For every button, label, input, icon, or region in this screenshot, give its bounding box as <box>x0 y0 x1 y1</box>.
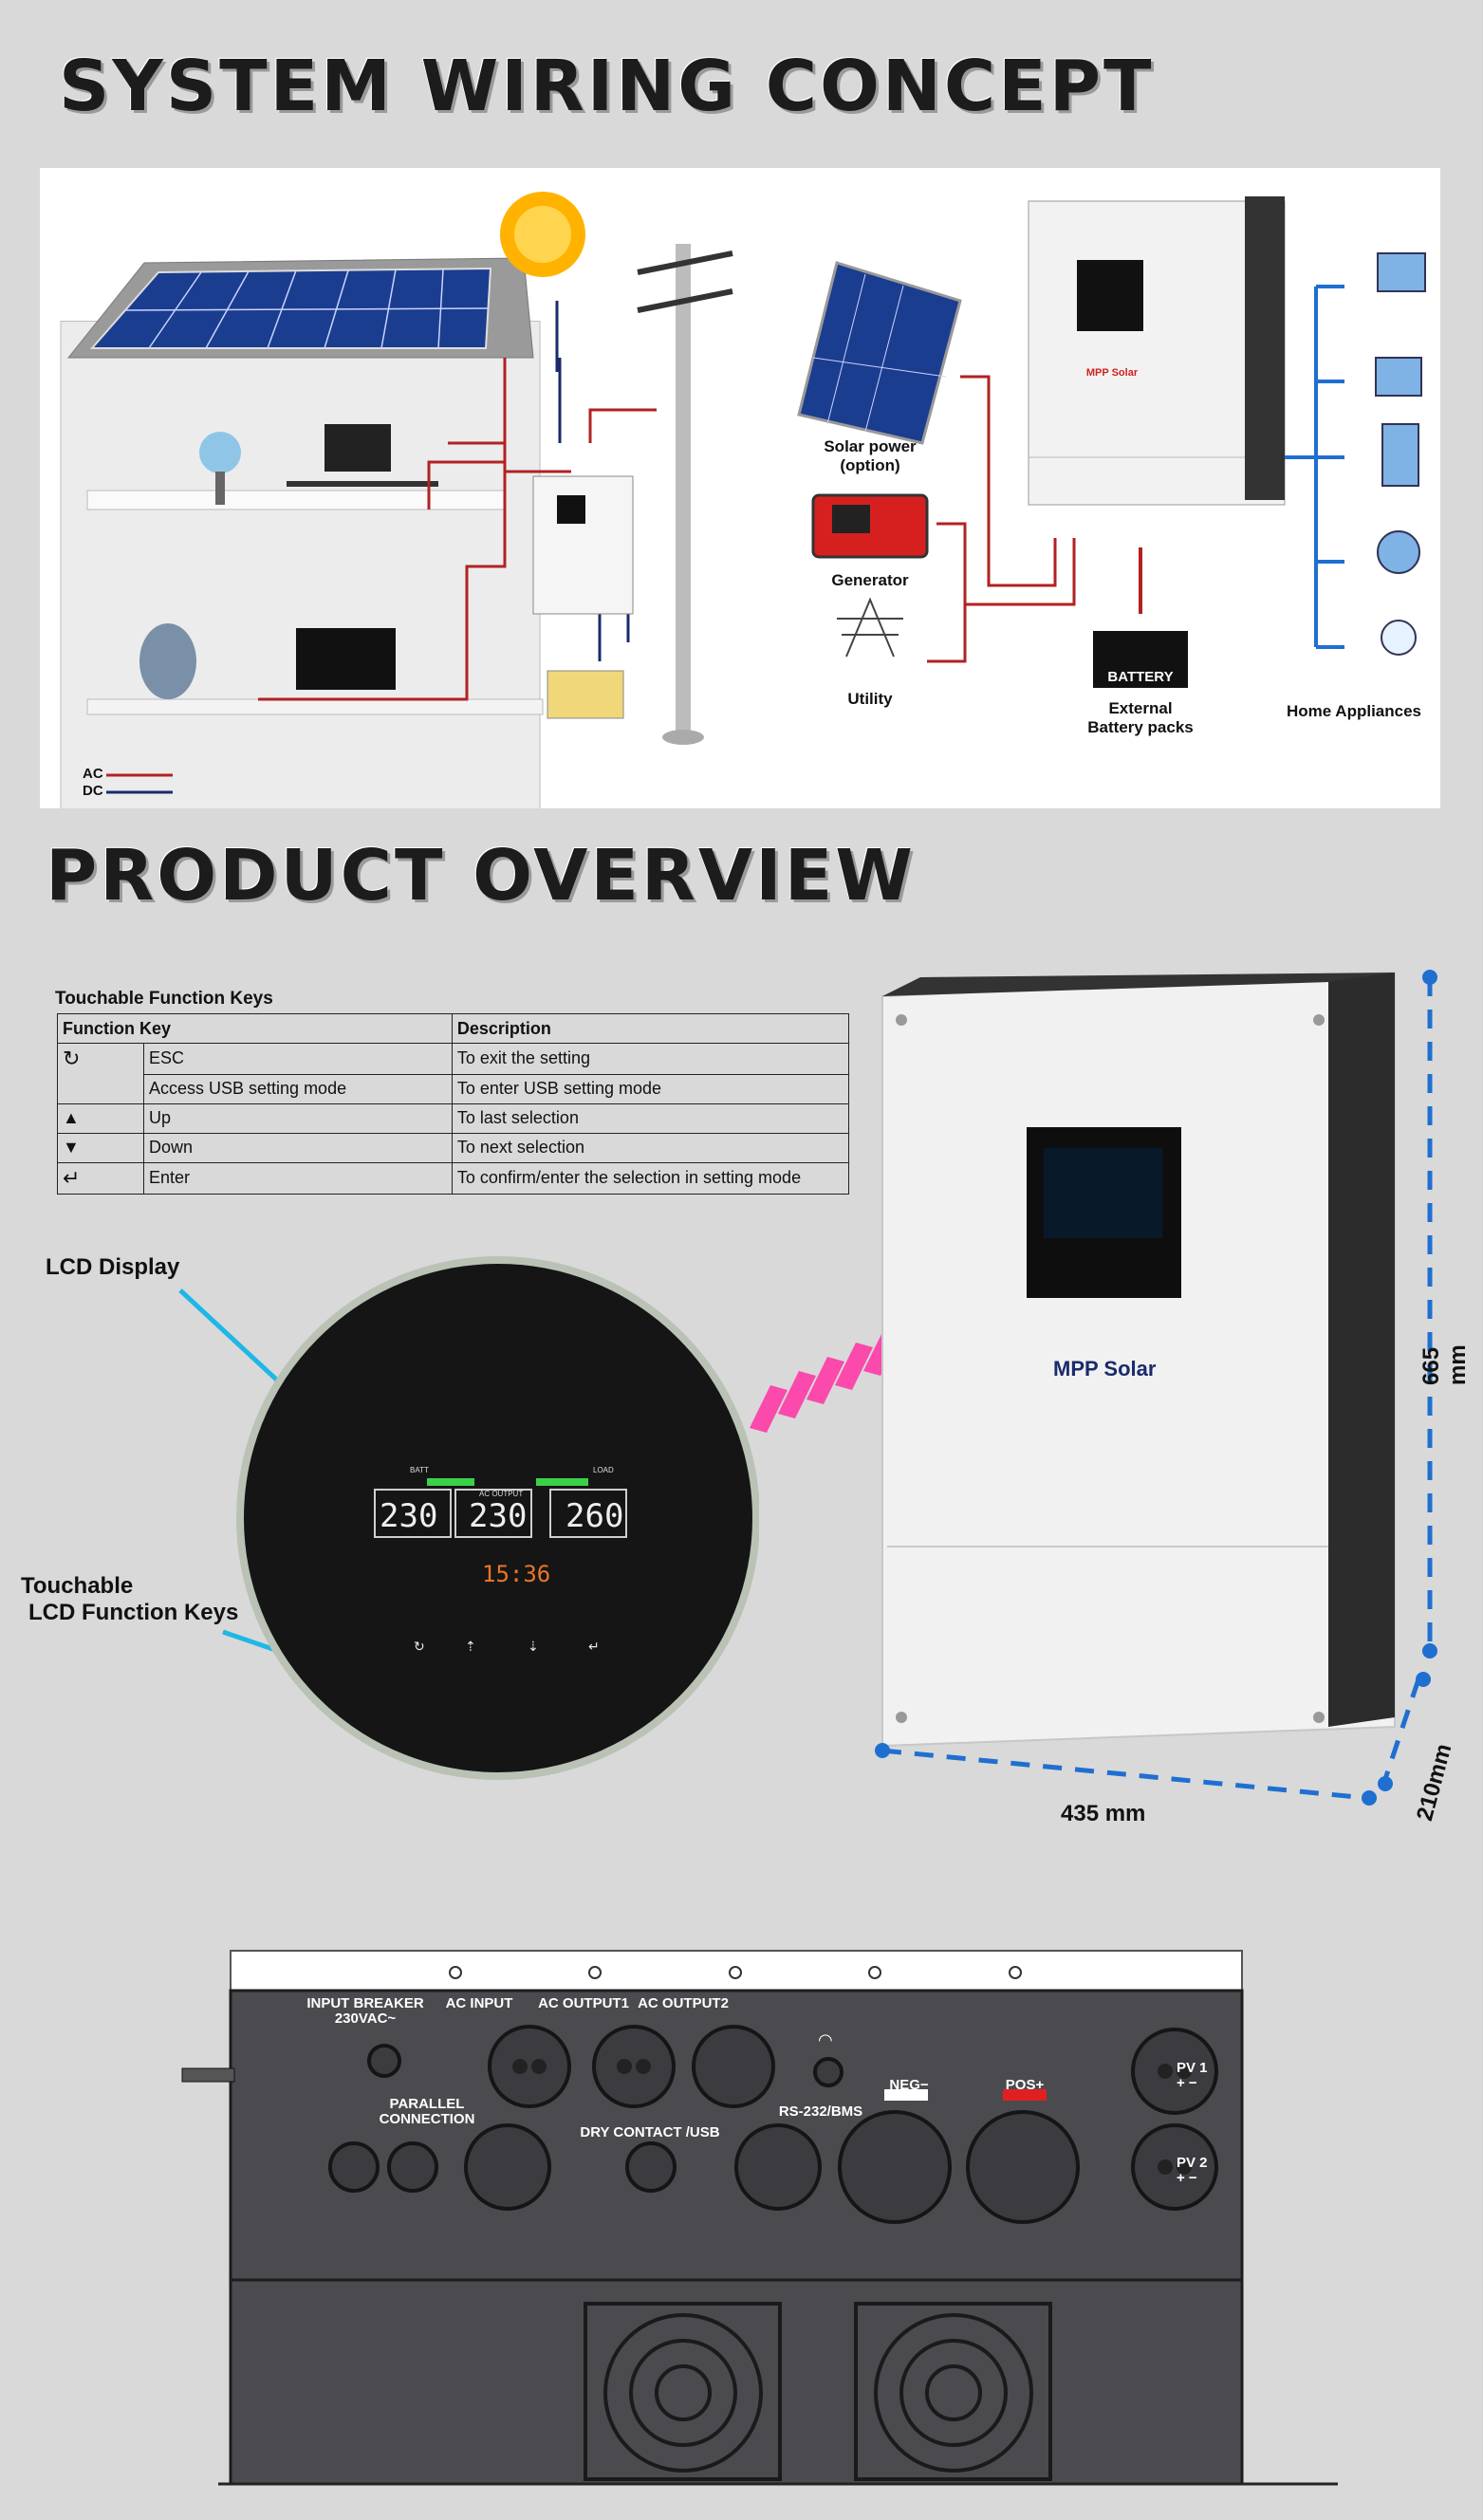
inverter-illustration <box>1028 196 1286 506</box>
solar-label: Solar power (option) <box>824 437 917 474</box>
down-icon: ⇣ <box>528 1640 539 1655</box>
usb-icon-cell <box>57 1074 144 1104</box>
key-usb: Access USB setting mode <box>143 1073 453 1104</box>
dimension-lines <box>875 970 1437 1806</box>
pos-label: POS+ <box>1005 2077 1045 2093</box>
overview-heading: PRODUCT OVERVIEW <box>46 835 916 917</box>
up-icon: ▲ <box>57 1102 144 1134</box>
battery-box-label: BATTERY <box>1107 669 1174 685</box>
wifi-icon: ◠ <box>818 2030 833 2049</box>
battery-icon <box>1093 547 1188 688</box>
table-row: ↵ Enter To confirm/enter the selection i… <box>57 1161 850 1195</box>
key-enter: Enter <box>143 1161 453 1195</box>
up-icon: ⇡ <box>465 1640 476 1655</box>
lcd-display-callout: LCD Display <box>46 1254 180 1280</box>
lcd-time: 15:36 <box>482 1561 551 1587</box>
desc-enter: To confirm/enter the selection in settin… <box>451 1161 850 1195</box>
touch-keys-callout-line1: Touchable <box>21 1573 134 1599</box>
lcd-batt: BATT <box>410 1466 429 1474</box>
wiring-diagram-panel: AC DC Solar power (option) Generator Uti… <box>40 168 1440 871</box>
lcd-ac-output: AC OUTPUT <box>479 1490 524 1498</box>
wiring-diagram <box>60 192 1426 871</box>
appliance-bus <box>1285 285 1344 649</box>
function-keys-title: Touchable Function Keys <box>55 989 273 1009</box>
ac-input-label: AC INPUT <box>445 1995 513 2011</box>
lcd-value-1: 230 <box>380 1497 438 1535</box>
house-illustration <box>60 192 733 871</box>
legend-ac-label: AC <box>83 766 103 782</box>
table-row: Access USB setting mode To enter USB set… <box>57 1073 850 1104</box>
lcd-load: LOAD <box>593 1466 614 1474</box>
ac-output2-label: AC OUTPUT2 <box>638 1995 729 2011</box>
wiring-heading: SYSTEM WIRING CONCEPT <box>59 46 1155 127</box>
input-breaker-label: INPUT BREAKER 230VAC~ <box>306 1995 424 2027</box>
desc-up: To last selection <box>451 1102 850 1134</box>
function-keys-table: Function Key Description ↻ ESC To exit t… <box>57 1013 850 1195</box>
down-icon: ▼ <box>57 1132 144 1163</box>
table-row: ↻ ESC To exit the setting <box>57 1043 850 1075</box>
key-up: Up <box>143 1102 453 1134</box>
neg-label: NEG− <box>889 2077 929 2093</box>
touch-keys-callout-line2: LCD Function Keys <box>28 1600 239 1625</box>
generator-icon <box>811 493 929 559</box>
battery-label: External Battery packs <box>1087 699 1194 736</box>
inverter-product-image <box>881 971 1396 1748</box>
generator-label: Generator <box>831 571 909 589</box>
header-function-key: Function Key <box>57 1013 453 1044</box>
legend-dc-label: DC <box>83 783 103 799</box>
key-esc: ESC <box>143 1043 453 1075</box>
table-header-row: Function Key Description <box>57 1013 850 1044</box>
dim-height-label: 665 mm <box>1418 1344 1471 1385</box>
utility-tower-icon <box>837 597 903 658</box>
desc-esc: To exit the setting <box>451 1043 850 1075</box>
inverter-brand-small: MPP Solar <box>1085 367 1139 379</box>
pv2-label: PV 2 + − <box>1177 2155 1208 2186</box>
inverter-brand-logo: MPP Solar <box>1053 1357 1157 1380</box>
enter-icon: ↵ <box>57 1161 144 1195</box>
desc-usb: To enter USB setting mode <box>451 1073 850 1104</box>
table-row: ▼ Down To next selection <box>57 1132 850 1163</box>
appliances-label: Home Appliances <box>1286 702 1422 720</box>
esc-icon: ↻ <box>414 1640 425 1655</box>
enter-icon: ↵ <box>588 1640 600 1655</box>
dim-width-label: 435 mm <box>1061 1801 1146 1826</box>
ac-dc-legend <box>106 773 173 794</box>
header-description: Description <box>451 1013 850 1044</box>
dry-contact-label: DRY CONTACT /USB <box>580 2124 720 2140</box>
pv1-label: PV 1 + − <box>1177 2060 1208 2091</box>
utility-label: Utility <box>847 690 893 708</box>
lcd-value-3: 260 <box>565 1497 624 1535</box>
table-row: ▲ Up To last selection <box>57 1102 850 1134</box>
lcd-value-2: 230 <box>469 1497 528 1535</box>
desc-down: To next selection <box>451 1132 850 1163</box>
rs232-label: RS-232/BMS <box>778 2103 863 2120</box>
esc-icon: ↻ <box>57 1043 144 1074</box>
appliance-icons <box>1375 252 1426 656</box>
solar-panel-icon <box>797 261 962 445</box>
parallel-label: PARALLEL CONNECTION <box>379 2096 475 2127</box>
lcd-closeup: ↻ ⇡ ⇣ ↵ <box>178 1256 759 1780</box>
key-down: Down <box>143 1132 453 1163</box>
bottom-panel-drawing <box>181 1950 1338 2486</box>
ac-output1-label: AC OUTPUT1 <box>538 1995 629 2011</box>
